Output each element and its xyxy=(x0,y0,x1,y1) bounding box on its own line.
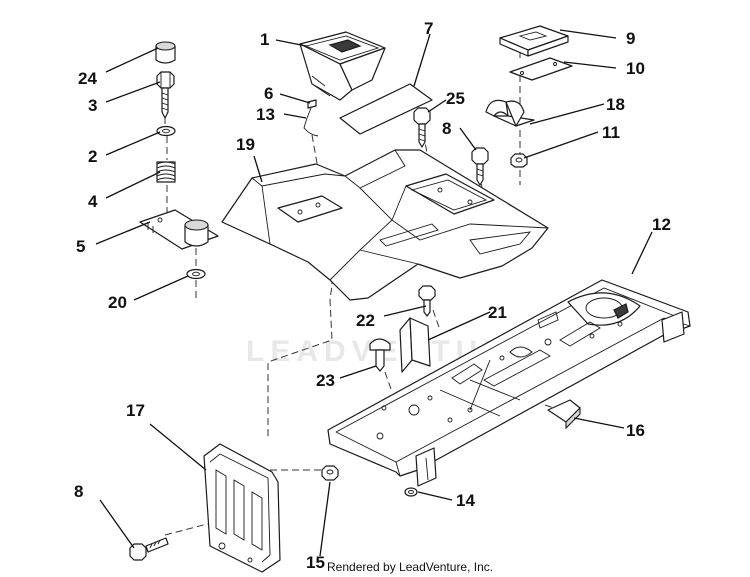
callout-17[interactable]: 17 xyxy=(126,401,145,420)
callout-16[interactable]: 16 xyxy=(626,421,645,440)
callouts: 1 2 3 4 5 6 7 8 8 9 10 11 12 13 14 15 16… xyxy=(74,19,671,572)
callout-23[interactable]: 23 xyxy=(316,371,335,390)
callout-12[interactable]: 12 xyxy=(652,215,671,234)
part-6-clip xyxy=(307,99,317,109)
part-1-tray xyxy=(299,31,386,101)
part-20-washer xyxy=(186,268,206,280)
part-10-plate xyxy=(509,57,573,81)
part-19-body-panel xyxy=(221,149,549,301)
callout-3[interactable]: 3 xyxy=(88,96,97,115)
part-12-frame xyxy=(327,279,691,487)
part-3-bolt xyxy=(156,71,175,119)
callout-25[interactable]: 25 xyxy=(446,89,465,108)
callout-5[interactable]: 5 xyxy=(76,237,85,256)
callout-13[interactable]: 13 xyxy=(256,105,275,124)
callout-2[interactable]: 2 xyxy=(88,147,97,166)
callout-18[interactable]: 18 xyxy=(606,95,625,114)
callout-4[interactable]: 4 xyxy=(88,192,98,211)
leader-lines xyxy=(95,29,653,557)
callout-21[interactable]: 21 xyxy=(488,303,507,322)
callout-9[interactable]: 9 xyxy=(626,29,635,48)
part-2-washer xyxy=(156,125,176,137)
part-4-spring xyxy=(156,161,176,183)
callout-20[interactable]: 20 xyxy=(108,293,127,312)
part-24-cap xyxy=(155,41,176,64)
callout-1[interactable]: 1 xyxy=(260,30,269,49)
callout-22[interactable]: 22 xyxy=(356,311,375,330)
part-18-bracket xyxy=(485,99,535,127)
part-25-bolt xyxy=(413,107,431,148)
callout-10[interactable]: 10 xyxy=(626,59,645,78)
part-16-bracket xyxy=(547,399,581,430)
part-9-cover xyxy=(499,25,569,57)
callout-24[interactable]: 24 xyxy=(78,69,97,88)
callout-19[interactable]: 19 xyxy=(236,135,255,154)
part-22-bolt xyxy=(418,285,436,317)
part-15-nut xyxy=(321,465,339,481)
part-14-grommet xyxy=(404,487,418,497)
callout-6[interactable]: 6 xyxy=(264,84,273,103)
part-5-bracket xyxy=(139,209,219,250)
callout-8-upper[interactable]: 8 xyxy=(442,119,451,138)
part-21-bracket xyxy=(399,317,431,373)
callout-7[interactable]: 7 xyxy=(424,19,433,38)
callout-15[interactable]: 15 xyxy=(306,553,325,572)
part-7-decal xyxy=(339,83,433,135)
part-17-side-plate xyxy=(203,443,281,573)
callout-11[interactable]: 11 xyxy=(602,123,620,142)
part-11-nut xyxy=(510,153,528,168)
part-8-lower-bolt xyxy=(129,537,169,561)
callout-14[interactable]: 14 xyxy=(456,491,475,510)
part-13-wire xyxy=(303,107,319,137)
part-23-carriage-bolt xyxy=(369,338,391,372)
rendered-by-credit: Rendered by LeadVenture, Inc. xyxy=(327,560,493,574)
callout-8-lower[interactable]: 8 xyxy=(74,482,83,501)
part-8-upper-bolt xyxy=(471,147,489,186)
